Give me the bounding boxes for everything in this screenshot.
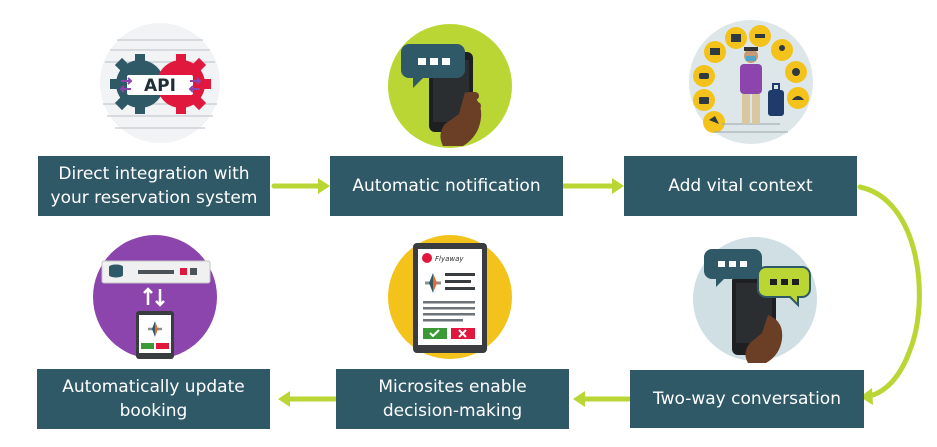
step-label-line: Two-way conversation: [653, 389, 841, 409]
step-box-microsites: Microsites enable decision-making: [336, 369, 569, 429]
step-box-integration: Direct integration with your reservation…: [38, 156, 270, 216]
step-box-notification: Automatic notification: [330, 156, 563, 216]
step-label-line: Microsites enable: [378, 377, 527, 397]
arrowhead-5: [278, 391, 290, 407]
step-label-line: Add vital context: [668, 176, 813, 196]
update-booking-icon: [93, 235, 217, 359]
microsite-brand: Flyaway: [435, 255, 464, 263]
arrowhead-4: [573, 391, 585, 407]
arrowhead-2: [612, 178, 624, 194]
api-label: API: [144, 76, 176, 96]
step-label-line: Automatically update: [62, 377, 245, 397]
step-label-line: decision-making: [382, 401, 523, 421]
step-label-line: your reservation system: [50, 188, 258, 208]
step-label-line: Direct integration with: [58, 164, 250, 184]
step-box-conversation: Two-way conversation: [630, 370, 864, 428]
arrowhead-1: [318, 178, 330, 194]
arrow-context-to-conversation: [857, 184, 922, 399]
arrowhead-3: [860, 388, 873, 405]
traveler-context-icon: [689, 20, 813, 144]
microsite-tablet-icon: Flyaway: [388, 235, 512, 359]
step-label-line: Automatic notification: [352, 176, 541, 196]
api-gears-icon: API: [100, 23, 220, 143]
step-box-update: Automatically update booking: [37, 369, 270, 429]
step-box-context: Add vital context: [624, 156, 857, 216]
two-way-chat-icon: [693, 237, 817, 363]
phone-notification-icon: [388, 24, 512, 148]
step-label-line: booking: [119, 401, 188, 421]
